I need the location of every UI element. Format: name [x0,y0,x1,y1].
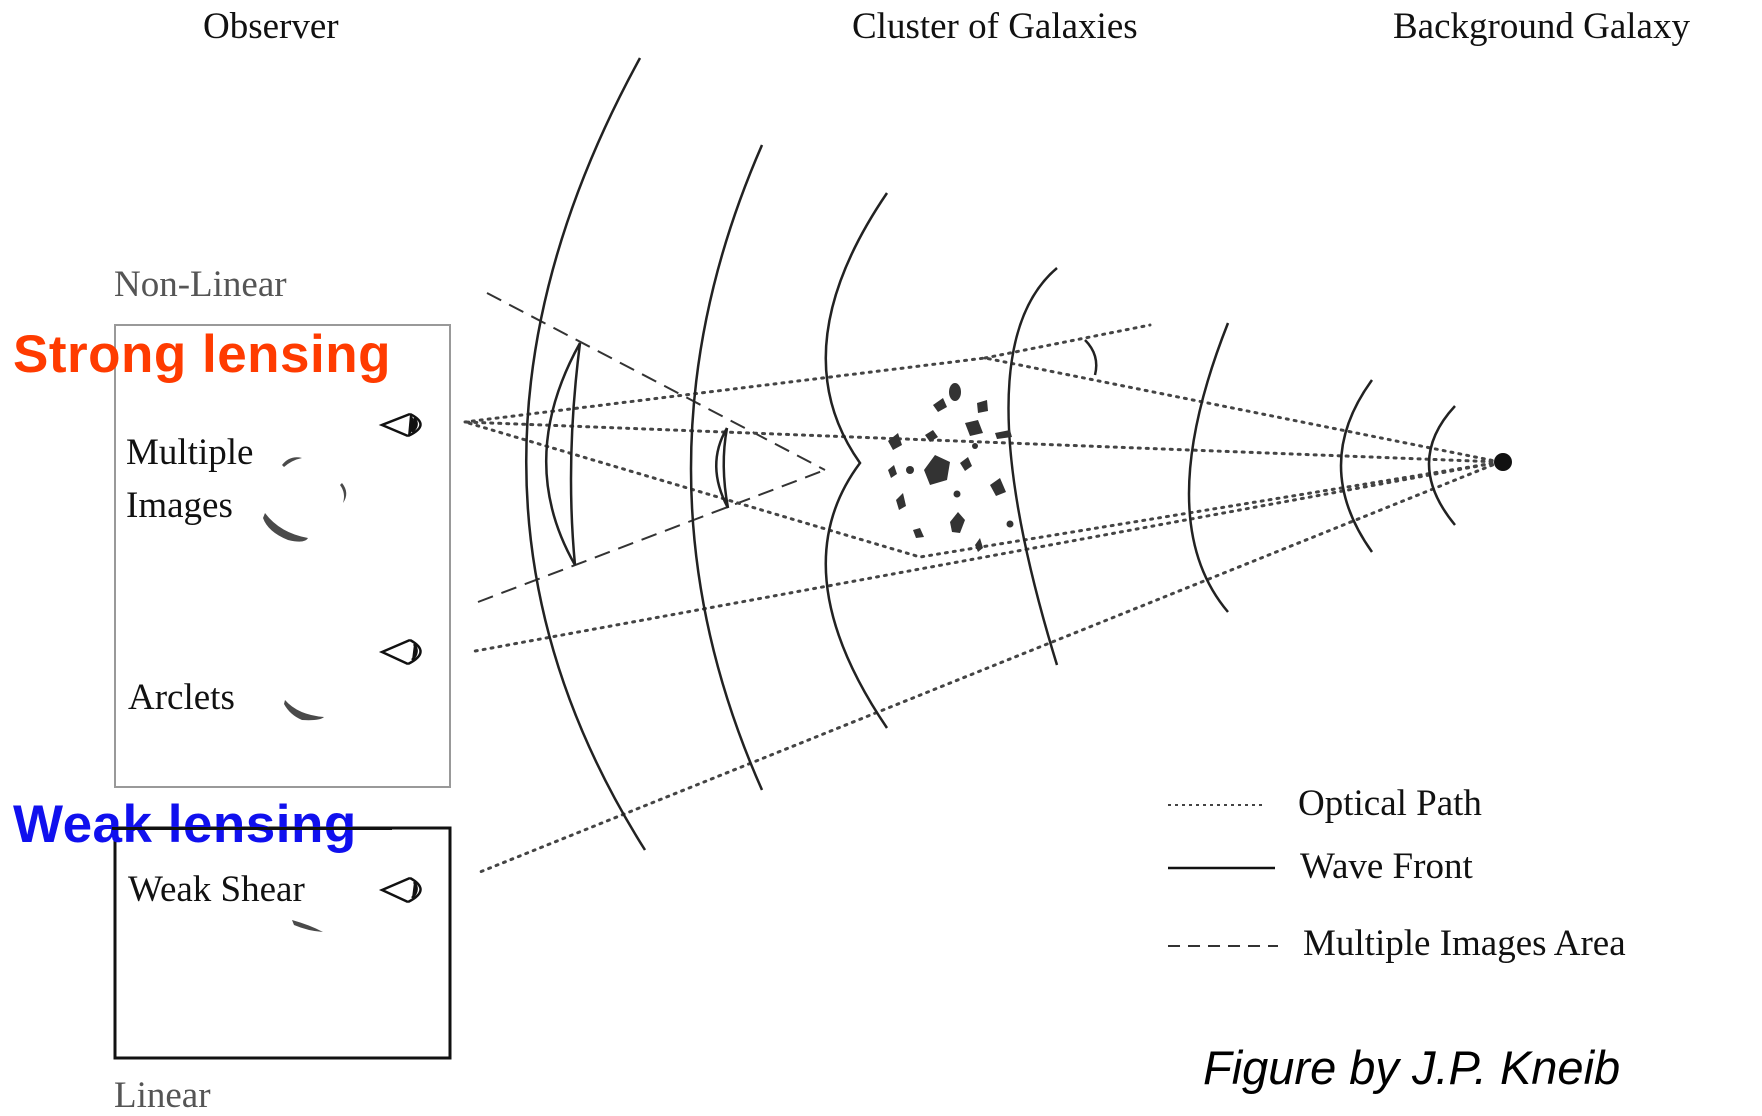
arclets-label: Arclets [128,677,235,718]
eye-icon [378,638,422,666]
legend-wave-front-label: Wave Front [1300,846,1473,887]
multiple-images-label-line2: Images [126,485,233,526]
multiple-images-label-line1: Multiple [126,432,254,473]
weak-shear-label: Weak Shear [128,869,305,910]
observer-header: Observer [203,6,339,47]
optical-paths [463,323,1502,874]
legend-multiple-images-label: Multiple Images Area [1303,923,1626,964]
weak-box-top-edge [112,827,392,830]
strong-lensing-label: Strong lensing [13,325,391,384]
linear-label: Linear [114,1075,211,1116]
figure-credit: Figure by J.P. Kneib [1203,1041,1621,1094]
eye-icon [378,412,422,438]
nonlinear-box [114,324,451,788]
cluster-galaxies [888,383,1014,552]
weak-lensing-label: Weak lensing [13,795,357,854]
linear-box [113,826,452,1060]
nonlinear-label: Non-Linear [114,264,287,305]
background-galaxy-header: Background Galaxy [1393,6,1690,47]
legend-optical-path-label: Optical Path [1298,783,1482,824]
background-galaxy-dot [1494,453,1512,471]
cluster-header: Cluster of Galaxies [852,6,1138,47]
multiple-images-area-lines [477,292,826,603]
lensed-image-shapes [263,457,347,932]
wave-fronts [525,57,1456,851]
eye-icon [378,876,422,904]
